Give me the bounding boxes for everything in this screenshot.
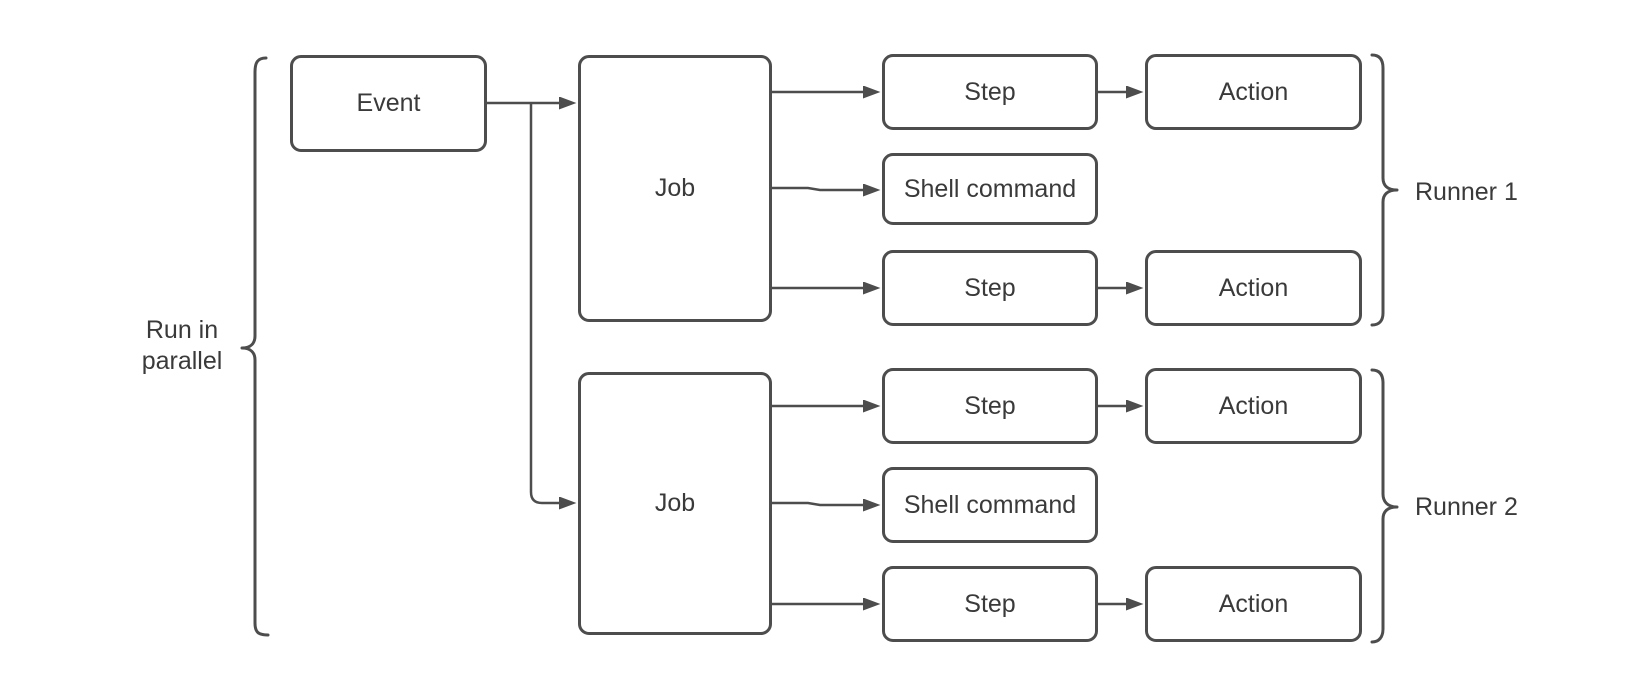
run-in-parallel-line1: Run in — [145, 316, 219, 344]
run-in-parallel-label: Run in parallel — [102, 315, 262, 377]
run-in-parallel-brace — [240, 56, 270, 637]
connector-job1-shell1 — [772, 188, 864, 190]
job2-node: Job — [578, 372, 772, 635]
runner1-step2-node: Step — [882, 250, 1098, 326]
runner1-label: Runner 1 — [1415, 178, 1518, 206]
run-in-parallel-line2: parallel — [141, 347, 223, 375]
runner1-action2-node: Action — [1145, 250, 1362, 326]
runner2-action2-node: Action — [1145, 566, 1362, 642]
runner2-brace — [1370, 368, 1399, 644]
connector-job2-shell2 — [772, 503, 864, 505]
connector-event-job2 — [529, 104, 560, 503]
event-node: Event — [290, 55, 487, 152]
runner1-brace — [1370, 53, 1399, 327]
runner2-shell-command-node: Shell command — [882, 467, 1098, 543]
runner2-action1-node: Action — [1145, 368, 1362, 444]
runner2-step2-node: Step — [882, 566, 1098, 642]
runner2-label: Runner 2 — [1415, 493, 1518, 521]
runner1-step1-node: Step — [882, 54, 1098, 130]
runner1-shell-command-node: Shell command — [882, 153, 1098, 225]
runner1-action1-node: Action — [1145, 54, 1362, 130]
job1-node: Job — [578, 55, 772, 322]
runner2-step1-node: Step — [882, 368, 1098, 444]
